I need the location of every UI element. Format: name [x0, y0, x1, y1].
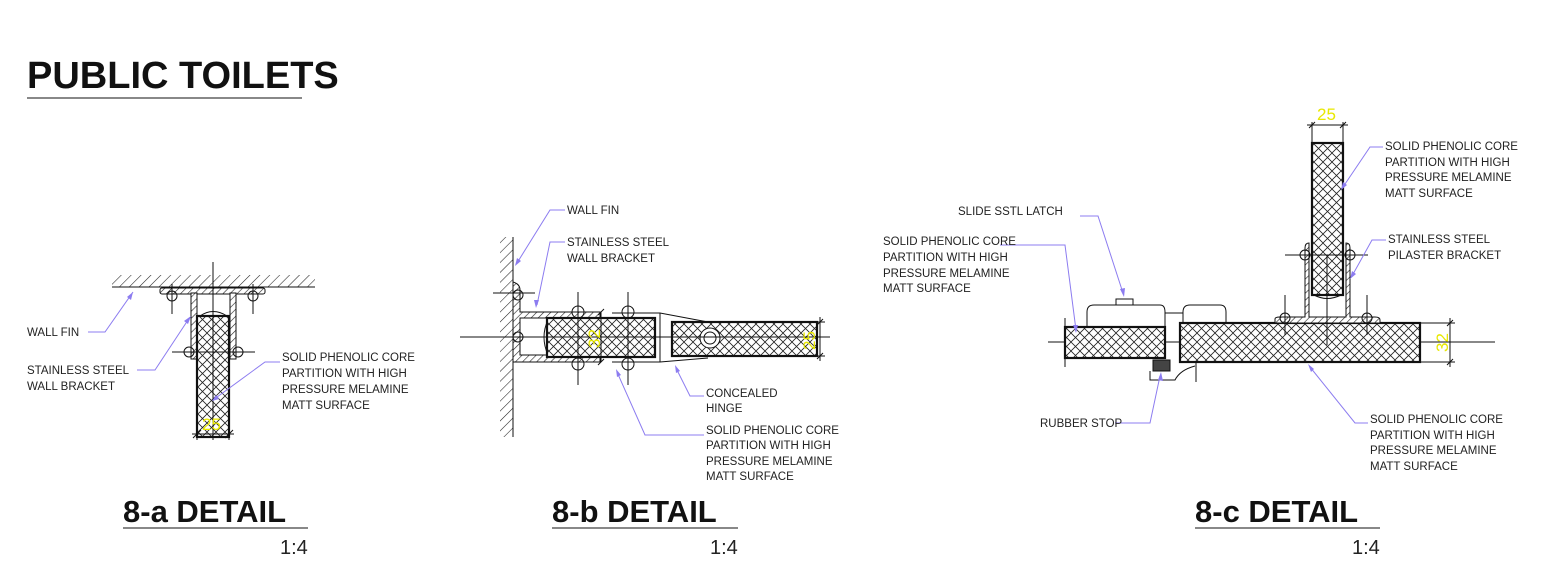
label-partition: PRESSURE MELAMINE [1370, 445, 1497, 457]
label-wall-fin: WALL FIN [27, 327, 79, 339]
detail-scale: 1:4 [280, 537, 308, 559]
detail-scale: 1:4 [710, 537, 738, 559]
pilaster-bracket [1274, 242, 1381, 324]
label-partition: MATT SURFACE [1370, 461, 1458, 473]
label-bracket: STAINLESS STEEL [27, 365, 130, 377]
slide-latch [1086, 304, 1166, 327]
detail-scale: 1:4 [1352, 537, 1380, 559]
left-panel [1063, 325, 1167, 360]
label-partition: SOLID PHENOLIC CORE [1370, 414, 1503, 426]
label-bracket: PILASTER BRACKET [1388, 250, 1501, 262]
detail-8b: 32 25 WALL FIN STAINLESS STEEL WALL BRAC… [460, 205, 839, 559]
label-partition: PARTITION WITH HIGH [883, 252, 1008, 264]
detail-title: 8-a DETAIL [123, 494, 286, 529]
label-partition: PARTITION WITH HIGH [1370, 430, 1495, 442]
label-partition: MATT SURFACE [883, 283, 971, 295]
label-latch: SLIDE SSTL LATCH [958, 206, 1063, 218]
label-rubber-stop: RUBBER STOP [1040, 418, 1123, 430]
dimension-32: 32 [585, 329, 604, 348]
label-hinge: CONCEALED [706, 388, 778, 400]
detail-8c: 25 32 SLIDE SSTL LATCH SOLID PHENOLIC CO… [883, 105, 1518, 559]
label-partition: MATT SURFACE [706, 471, 794, 483]
label-hinge: HINGE [706, 403, 743, 415]
label-partition: PARTITION WITH HIGH [1385, 157, 1510, 169]
bracket-leg-right [229, 292, 237, 360]
label-partition: SOLID PHENOLIC CORE [1385, 141, 1518, 153]
label-bracket: WALL BRACKET [567, 253, 655, 265]
right-panel [1178, 321, 1422, 364]
label-partition: PRESSURE MELAMINE [706, 456, 833, 468]
label-partition: PARTITION WITH HIGH [282, 368, 407, 380]
label-partition: MATT SURFACE [1385, 188, 1473, 200]
label-bracket: STAINLESS STEEL [1388, 234, 1491, 246]
label-wall-fin: WALL FIN [567, 205, 619, 217]
detail-8a: 25 WALL FIN STAINLESS STEEL WALL BRACKET… [27, 262, 415, 559]
sheet-title: PUBLIC TOILETS [27, 55, 339, 97]
dimension-32: 32 [1433, 333, 1452, 352]
label-bracket: STAINLESS STEEL [567, 237, 670, 249]
label-partition: MATT SURFACE [282, 400, 370, 412]
label-partition: PRESSURE MELAMINE [883, 268, 1010, 280]
label-bracket: WALL BRACKET [27, 381, 115, 393]
label-partition: PARTITION WITH HIGH [706, 440, 831, 452]
label-partition: PRESSURE MELAMINE [1385, 172, 1512, 184]
rubber-stop [1152, 359, 1171, 372]
label-partition: SOLID PHENOLIC CORE [282, 352, 415, 364]
detail-title: 8-c DETAIL [1195, 494, 1358, 529]
door-panel [670, 320, 819, 358]
label-partition: SOLID PHENOLIC CORE [883, 236, 1016, 248]
detail-title: 8-b DETAIL [552, 494, 717, 529]
dimension-25: 25 [202, 415, 221, 434]
label-partition: PRESSURE MELAMINE [282, 384, 409, 396]
dimension-25: 25 [1317, 105, 1336, 124]
label-partition: SOLID PHENOLIC CORE [706, 425, 839, 437]
dimension-25: 25 [800, 331, 819, 350]
